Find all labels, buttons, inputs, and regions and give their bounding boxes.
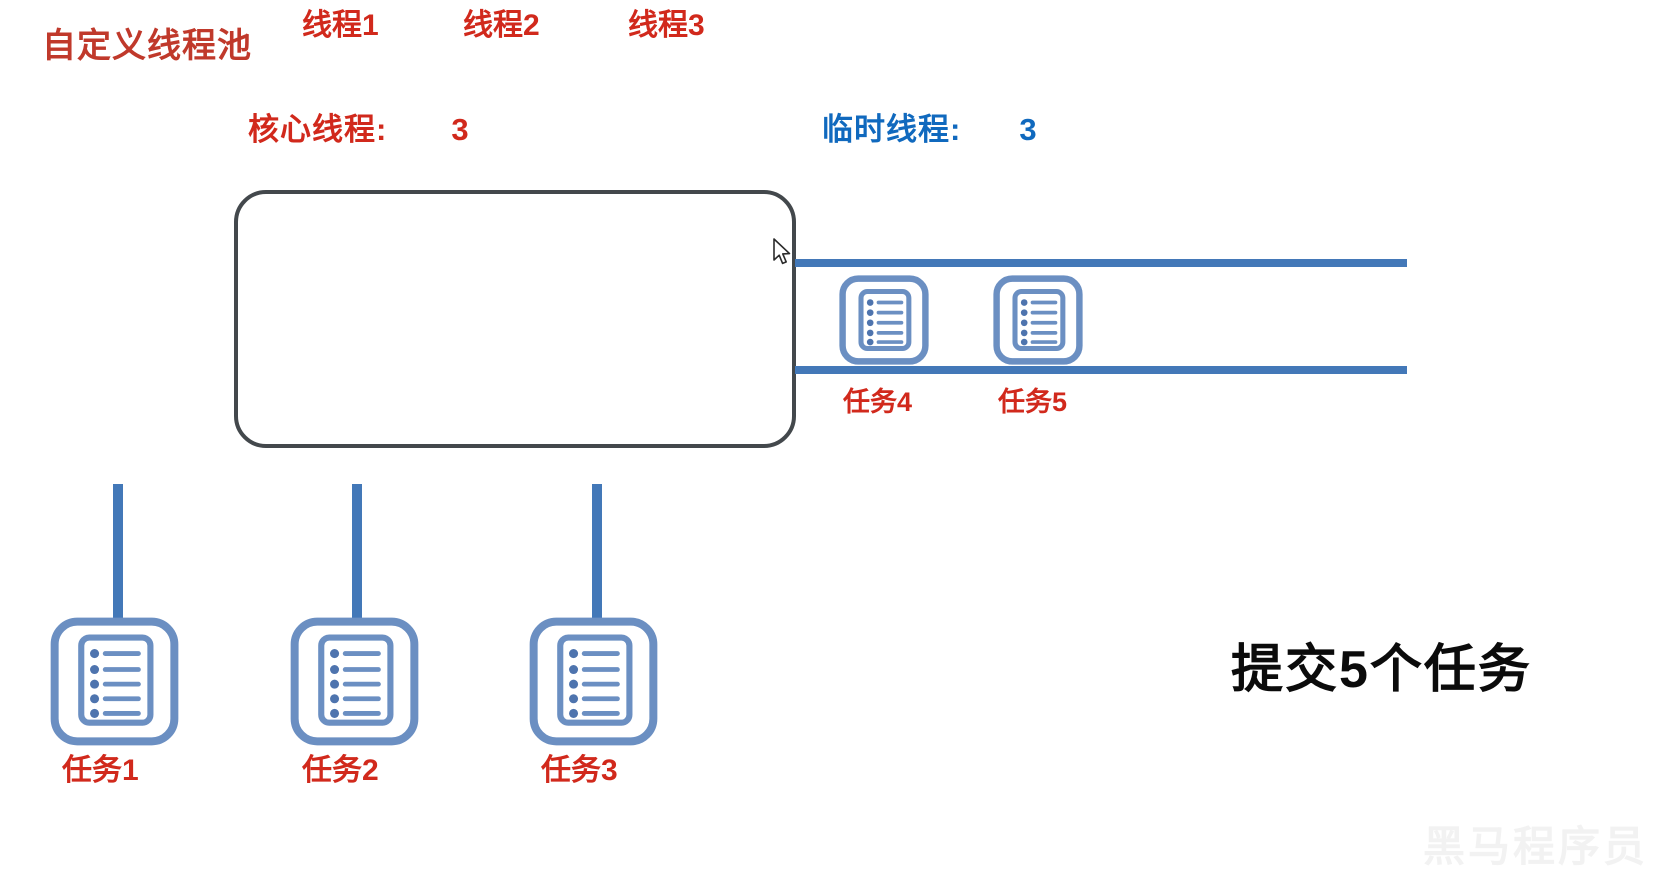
submitted-task-icon-2 [288,615,421,753]
queue-rail-top [795,259,1407,267]
core-threads-value: 3 [451,112,470,147]
core-threads-text: 核心线程: [248,112,388,147]
connector-line-3 [592,484,602,621]
submitted-task-icon-3 [527,615,660,753]
task-list-icon [993,275,1083,365]
queue-task-icon-5 [992,274,1084,371]
core-threads-label: 核心线程: 3 [248,104,470,149]
task-list-icon [50,617,179,746]
temp-threads-label: 临时线程: 3 [822,104,1038,149]
task-list-icon [839,275,929,365]
caption-text: 提交5个任务 [1231,641,1532,699]
thread-label-1: 线程1 [302,9,379,42]
page-title: 自定义线程池 [42,27,252,65]
submitted-task-label-3: 任务3 [541,754,618,787]
connector-line-2 [352,484,362,621]
thread-pool-box [234,190,796,448]
queue-task-label-4: 任务4 [843,387,913,417]
temp-threads-value: 3 [1019,112,1038,147]
thread-label-3: 线程3 [628,9,705,42]
task-list-icon [290,617,419,746]
queue-task-icon-4 [838,274,930,371]
submitted-task-icon-1 [48,615,181,753]
connector-line-1 [113,484,123,621]
watermark: 黑马程序员 [1422,823,1648,870]
temp-threads-text: 临时线程: [822,112,962,147]
queue-rail-bottom [795,366,1407,374]
task-list-icon [529,617,658,746]
thread-label-2: 线程2 [463,9,540,42]
queue-task-label-5: 任务5 [998,387,1068,417]
submitted-task-label-1: 任务1 [62,754,139,787]
submitted-task-label-2: 任务2 [302,754,379,787]
mouse-pointer-icon [772,238,794,268]
